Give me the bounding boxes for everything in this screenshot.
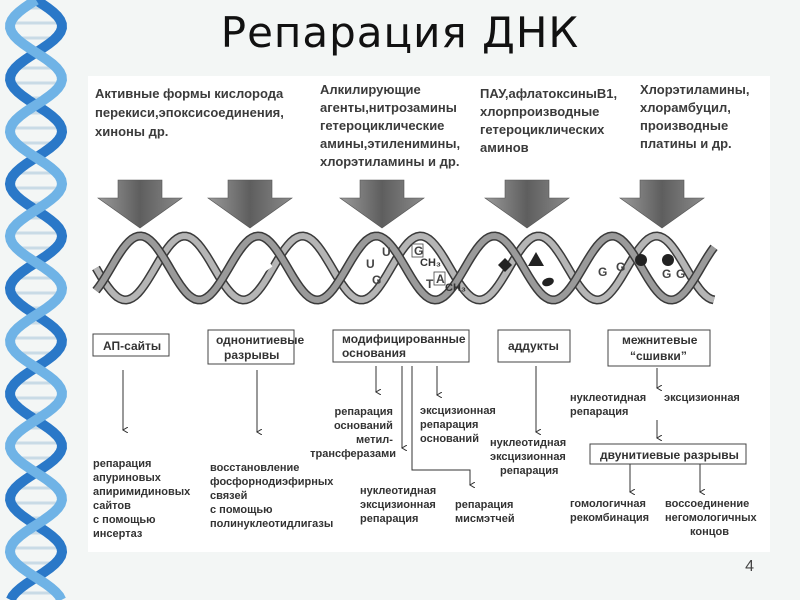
mark-g4: G <box>616 260 625 274</box>
repair-homologous-text: гомологичная рекомбинация <box>570 498 649 524</box>
mark-g5: G <box>662 267 671 281</box>
mark-a1: A <box>436 272 445 286</box>
box-adducts: аддукты <box>508 339 559 353</box>
arrow-4 <box>484 179 570 229</box>
repair-nonhomologous-text: воссоединение негомологичных концов <box>665 498 760 538</box>
box-interstrand-crosslinks: межнитевые “сшивки” <box>622 333 701 363</box>
repair-mismatch-text: репарация мисмэтчей <box>455 499 516 525</box>
repair-ap-text: репарация апуриновых апиримидиновых сайт… <box>93 458 193 540</box>
repair-base-excision-text: эксцизионная репарация оснований <box>420 405 499 445</box>
agent-alkylating-text: Алкилирующие агенты,нитрозамины гетероци… <box>320 82 464 169</box>
mark-g2: G <box>414 244 423 258</box>
helix-strand <box>93 232 715 304</box>
agent-chlorethyl-text: Хлорэтиламины, хлорамбуцил, производные … <box>640 82 753 151</box>
box-modified-bases: модифицированные основания <box>342 332 469 360</box>
arrow-5 <box>619 179 705 229</box>
page-title: Репарация ДНК <box>220 8 580 57</box>
mark-u2: U <box>382 245 391 259</box>
crosslink-dot-2 <box>662 254 674 266</box>
arrow-2 <box>207 179 293 229</box>
dna-helix <box>92 231 718 305</box>
mark-u1: U <box>366 257 375 271</box>
box-single-strand-breaks: однонитиевые разрывы <box>216 333 308 362</box>
diagram-panel <box>88 76 770 552</box>
box-double-strand-breaks: двунитиевые разрывы <box>600 448 739 462</box>
mark-g2-box <box>411 243 424 258</box>
page-number: 4 <box>745 558 754 575</box>
damage-marks: U G U G CH₃ T A CH₃ G G G G <box>257 243 685 294</box>
agent-arrows <box>97 179 705 229</box>
repair-adduct-text: нуклеотидная эксцизионная репарация <box>490 437 569 477</box>
crosslink-dot-1 <box>635 254 647 266</box>
mark-t1: T <box>426 277 434 291</box>
side-helix-strand <box>4 0 68 600</box>
mark-ch3a: CH₃ <box>420 257 441 269</box>
mark-a1-box <box>433 271 446 286</box>
box-ap-sites: АП-сайты <box>103 339 161 353</box>
mark-g1: G <box>372 273 381 287</box>
mark-g3: G <box>598 265 607 279</box>
arrow-3 <box>339 179 425 229</box>
mark-g6: G <box>676 267 685 281</box>
agent-pah-text: ПАУ,афлатоксиныВ1, хлорпроизводные гетер… <box>480 86 621 155</box>
damage-type-boxes: АП-сайты однонитиевые разрывы модифициро… <box>92 329 711 367</box>
connector-arrows <box>123 366 700 492</box>
repair-crosslink-nucleotide-text: нуклеотидная репарация <box>570 392 649 418</box>
repair-crosslink-excision-text: эксцизионная <box>664 392 740 404</box>
side-helix-strand <box>4 0 68 600</box>
repair-methyltransferase-text: репарация оснований метил- трансферазами <box>310 406 396 460</box>
helix-strand <box>93 232 717 304</box>
repair-ss-text: восстановление фосфорнодиэфирных связей … <box>210 462 336 530</box>
adduct-ellipse <box>542 277 554 287</box>
adduct-triangle <box>528 252 544 266</box>
adduct-diamond <box>498 258 512 272</box>
arrow-1 <box>97 179 183 229</box>
mark-ch3b: CH₃ <box>445 282 466 294</box>
agent-oxygen-text: Активные формы кислорода перекиси,эпокси… <box>95 86 288 139</box>
dna-side-decoration <box>4 0 68 600</box>
repair-nucleotide-excision-mod-text: нуклеотидная эксцизионная репарация <box>360 485 439 525</box>
ss-break-mark <box>257 261 273 275</box>
